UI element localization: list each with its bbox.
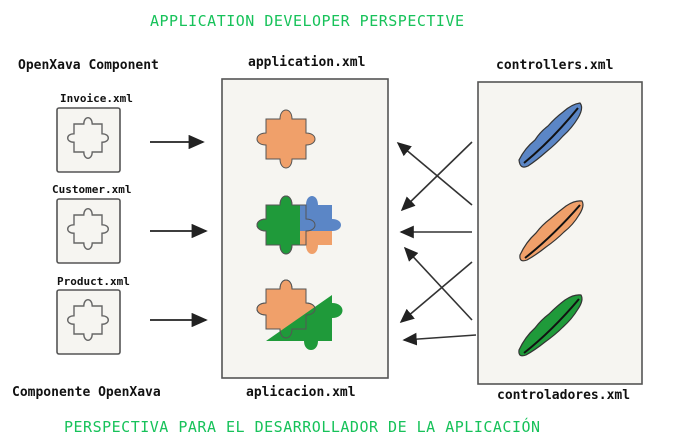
right-arrows	[396, 141, 477, 346]
diagram-title-es: PERSPECTIVA PARA EL DESARROLLADOR DE LA …	[64, 418, 541, 436]
flower-icon	[519, 200, 584, 262]
component-box-product	[56, 289, 121, 355]
right-header-es: controladores.xml	[497, 388, 631, 403]
puzzle-piece-icon	[256, 279, 343, 350]
flower-icon	[518, 294, 583, 357]
controllers-panel	[477, 81, 643, 385]
right-header-en: controllers.xml	[496, 58, 614, 73]
file-label-customer: Customer.xml	[52, 183, 132, 196]
application-panel	[221, 78, 389, 379]
component-box-customer	[56, 198, 121, 264]
center-header-es: aplicacion.xml	[246, 385, 356, 400]
arrow-icon	[402, 332, 477, 346]
file-label-product: Product.xml	[57, 275, 130, 288]
puzzle-piece-icon	[256, 195, 341, 255]
center-header-en: application.xml	[248, 55, 366, 70]
component-box-invoice	[56, 107, 121, 173]
arrow-icon	[399, 261, 473, 324]
arrow-icon	[403, 246, 473, 321]
flower-icon	[518, 102, 583, 168]
puzzle-piece-icon	[256, 109, 316, 169]
file-label-invoice: Invoice.xml	[60, 92, 133, 105]
left-header-en: OpenXava Component	[18, 58, 159, 73]
left-arrows	[150, 134, 208, 328]
arrow-icon	[396, 141, 473, 206]
diagram-title-en: APPLICATION DEVELOPER PERSPECTIVE	[150, 12, 465, 30]
left-header-es: Componente OpenXava	[12, 385, 161, 400]
